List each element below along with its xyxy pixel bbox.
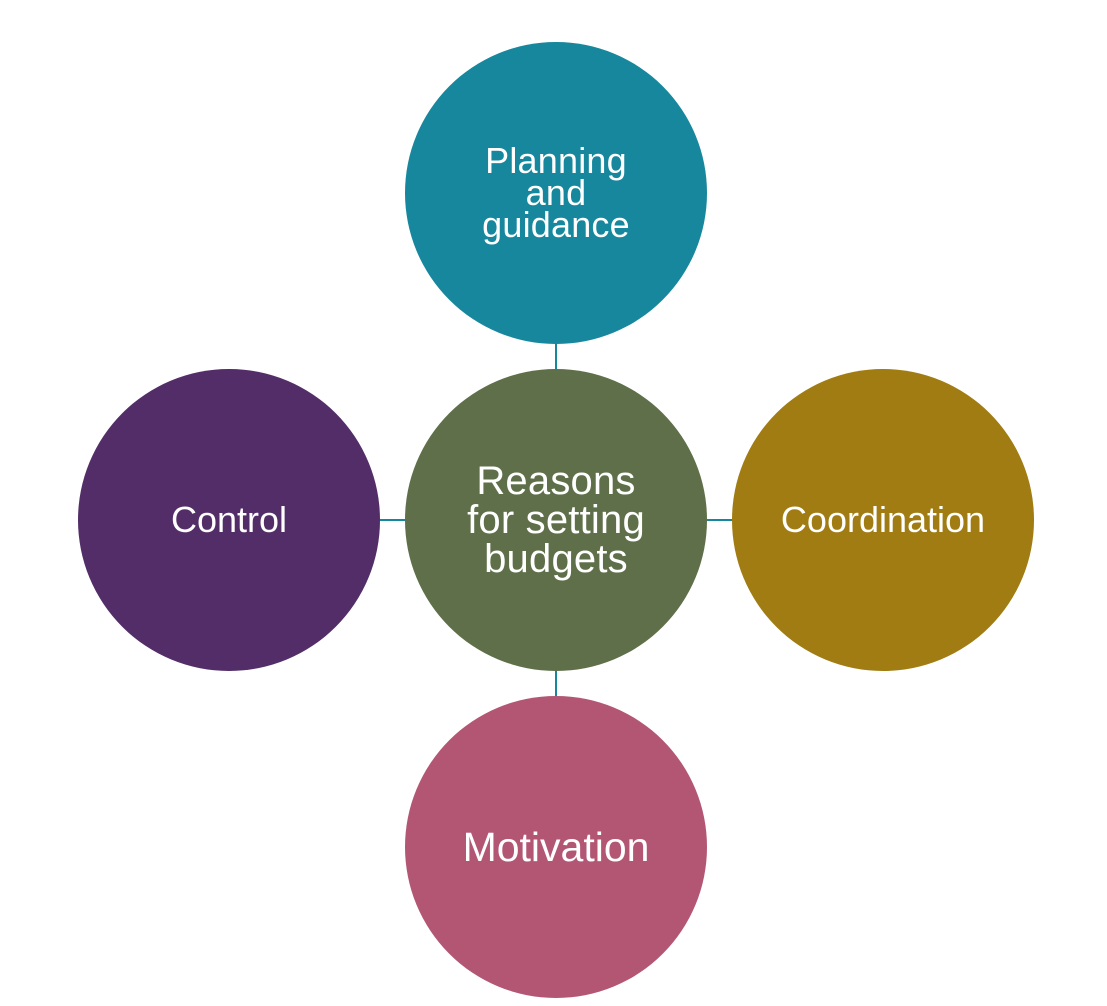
reasons-for-setting-budgets-label: Reasons for setting budgets (467, 458, 645, 581)
control-label: Control (170, 499, 288, 540)
connector-left (380, 519, 405, 521)
planning-and-guidance-node: Planning and guidance (405, 42, 707, 344)
coordination-label: Coordination (780, 499, 986, 540)
control-node: Control (78, 369, 380, 671)
connector-bottom (555, 671, 557, 696)
motivation-label: Motivation (462, 824, 650, 870)
reasons-for-setting-budgets-node: Reasons for setting budgets (405, 369, 707, 671)
connector-top (555, 344, 557, 369)
coordination-node: Coordination (732, 369, 1034, 671)
planning-and-guidance-label: Planning and guidance (482, 140, 630, 245)
connector-right (707, 519, 732, 521)
motivation-node: Motivation (405, 696, 707, 998)
